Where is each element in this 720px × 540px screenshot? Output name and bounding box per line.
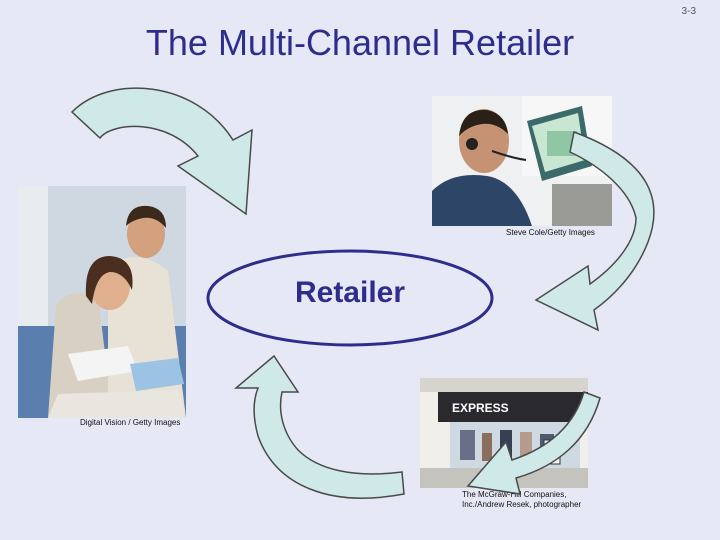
arrow-bottom-right [468,392,600,494]
arrow-top-left [72,88,252,214]
arrow-bottom-left [236,356,404,498]
arrow-top-right [536,132,654,330]
retailer-label: Retailer [205,276,495,310]
